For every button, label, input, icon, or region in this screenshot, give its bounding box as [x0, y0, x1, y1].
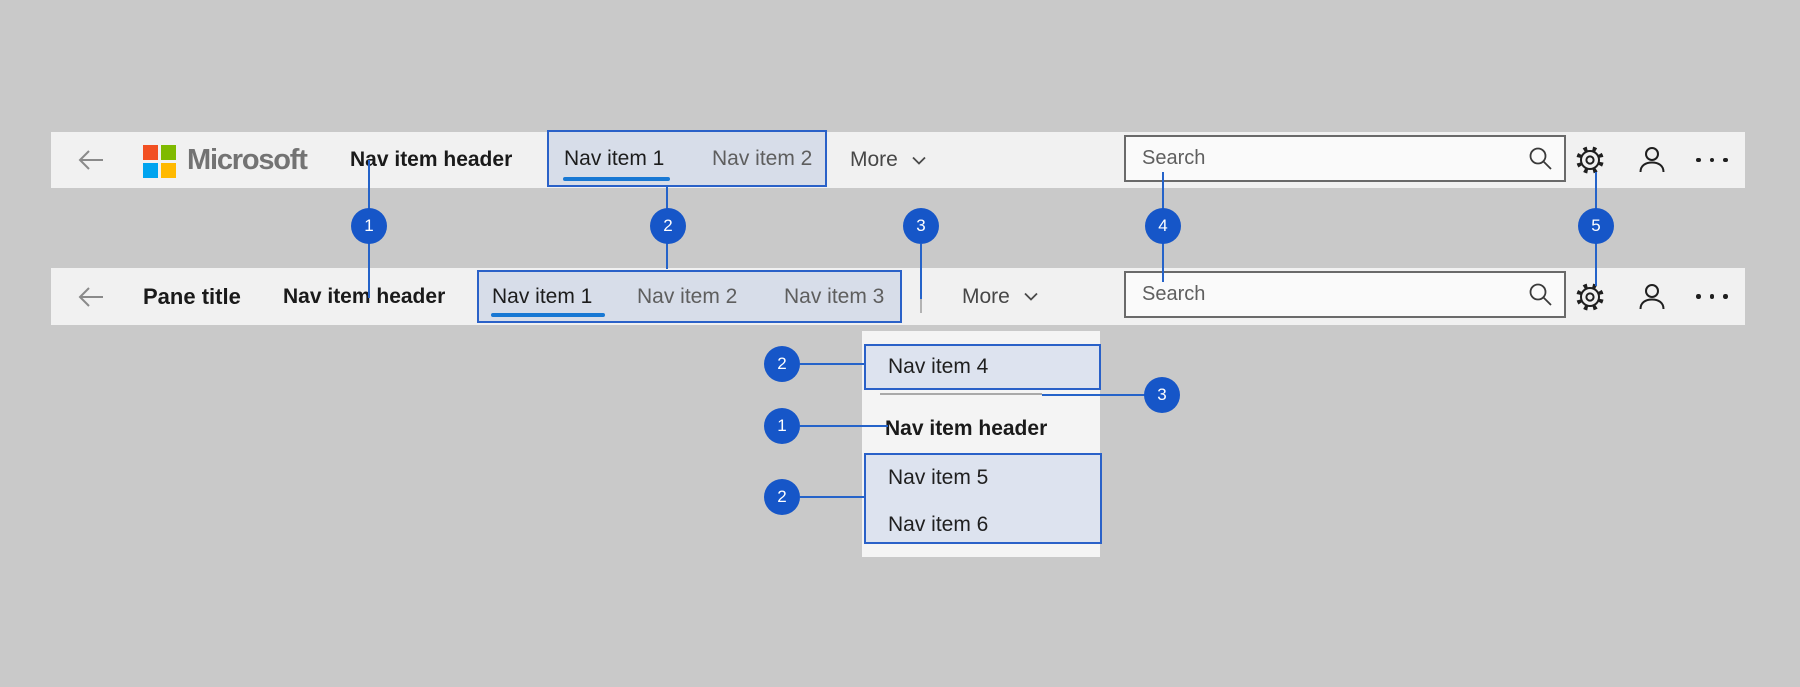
callout-badge-menu-header: 1: [764, 408, 800, 444]
callout-badge-4: 4: [1145, 208, 1181, 244]
settings-gear-icon: [1576, 282, 1604, 311]
callout-line-menu-items: [800, 496, 864, 498]
top-nav-bar: Microsoft Nav item header Nav item 1 Nav…: [51, 130, 1745, 188]
logo-square-blue: [143, 163, 158, 178]
menu-item-group-top: Nav item 4: [864, 344, 1101, 390]
nav-item-header[interactable]: Nav item header: [350, 148, 513, 171]
more-options-button[interactable]: [1690, 268, 1734, 325]
search-icon[interactable]: [1526, 144, 1554, 172]
menu-divider: [880, 393, 1042, 395]
back-button[interactable]: [69, 132, 113, 188]
search-icon[interactable]: [1526, 280, 1554, 308]
search-box: [1124, 135, 1566, 182]
nav-items-highlight-group: Nav item 1 Nav item 2 Nav item 3: [477, 270, 902, 323]
more-menu-button[interactable]: More: [850, 132, 926, 188]
selected-underline: [563, 177, 670, 181]
callout-badge-2: 2: [650, 208, 686, 244]
pane-title: Pane title: [143, 283, 241, 309]
search-input[interactable]: [1124, 135, 1566, 182]
back-arrow-icon: [78, 286, 103, 307]
callout-line-menu-item4: [800, 363, 864, 365]
microsoft-wordmark[interactable]: Microsoft: [187, 143, 308, 176]
more-label: More: [962, 284, 1010, 308]
menu-item-group-bottom: Nav item 5 Nav item 6: [864, 453, 1102, 544]
callout-badge-menu-item4: 2: [764, 346, 800, 382]
menu-item-nav-6[interactable]: Nav item 6: [888, 513, 989, 536]
callout-badge-1: 1: [351, 208, 387, 244]
account-person-icon: [1639, 283, 1665, 309]
nav-item-2[interactable]: Nav item 2: [637, 284, 738, 308]
search-input[interactable]: [1124, 271, 1566, 318]
more-label: More: [850, 148, 898, 171]
logo-square-yellow: [161, 163, 176, 178]
logo-square-green: [161, 145, 176, 160]
nav-item-1[interactable]: Nav item 1: [564, 146, 665, 170]
nav-item-3[interactable]: Nav item 3: [784, 284, 885, 308]
nav-items-highlight-group: Nav item 1 Nav item 2: [547, 130, 827, 187]
callout-line-menu-header: [800, 425, 888, 427]
nav-item-2[interactable]: Nav item 2: [712, 146, 813, 170]
settings-gear-icon: [1576, 146, 1604, 174]
menu-nav-item-header: Nav item header: [885, 417, 1048, 440]
callout-line-menu-divider: [1042, 394, 1146, 396]
overflow-divider: [920, 287, 922, 313]
pane-nav-bar: Pane title Nav item header Nav item 1 Na…: [51, 268, 1745, 325]
logo-square-red: [143, 145, 158, 160]
callout-badge-menu-items: 2: [764, 479, 800, 515]
more-ellipsis-icon: [1696, 294, 1728, 299]
menu-item-nav-4[interactable]: Nav item 4: [888, 355, 989, 378]
settings-button[interactable]: [1568, 132, 1612, 188]
more-menu-button[interactable]: More: [962, 268, 1038, 325]
callout-badge-3: 3: [903, 208, 939, 244]
more-ellipsis-icon: [1696, 157, 1728, 163]
account-button[interactable]: [1630, 132, 1674, 188]
nav-item-1[interactable]: Nav item 1: [492, 284, 593, 308]
callout-badge-5: 5: [1578, 208, 1614, 244]
chevron-down-icon: [912, 156, 926, 165]
more-options-button[interactable]: [1690, 132, 1734, 188]
selected-underline: [491, 313, 605, 317]
back-arrow-icon: [78, 150, 103, 170]
settings-button[interactable]: [1568, 268, 1612, 325]
overflow-menu: Nav item 4 Nav item header Nav item 5 Na…: [862, 331, 1102, 557]
menu-item-nav-5[interactable]: Nav item 5: [888, 466, 989, 489]
callout-line-3: [920, 244, 922, 299]
search-box: [1124, 271, 1566, 318]
nav-item-header[interactable]: Nav item header: [283, 284, 446, 308]
account-person-icon: [1639, 147, 1665, 173]
account-button[interactable]: [1630, 268, 1674, 325]
microsoft-logo[interactable]: [143, 145, 176, 178]
callout-badge-menu-divider: 3: [1144, 377, 1180, 413]
back-button[interactable]: [69, 268, 113, 325]
chevron-down-icon: [1024, 292, 1038, 301]
